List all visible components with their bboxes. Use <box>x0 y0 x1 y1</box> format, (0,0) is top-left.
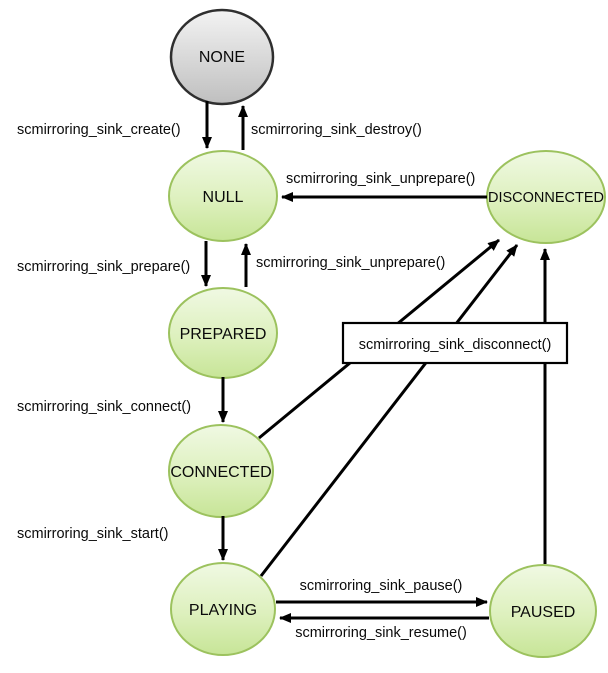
state-paused-circle <box>489 564 597 658</box>
transition-label-prepare: scmirroring_sink_prepare() <box>17 259 190 275</box>
state-paused-label: PAUSED <box>511 604 576 621</box>
state-null-circle <box>168 150 278 242</box>
disconnect-label-box <box>341 321 569 365</box>
transition-label-destroy: scmirroring_sink_destroy() <box>251 122 422 138</box>
state-playing-circle <box>170 562 276 656</box>
state-null-label: NULL <box>203 189 244 206</box>
state-none-circle <box>169 8 275 106</box>
transition-label-resume: scmirroring_sink_resume() <box>295 625 467 641</box>
transition-label-pause: scmirroring_sink_pause() <box>300 578 463 594</box>
transition-label-disconnect: scmirroring_sink_disconnect() <box>359 337 552 353</box>
state-prepared-label: PREPARED <box>180 326 267 343</box>
state-connected-circle <box>168 424 274 518</box>
transition-label-create: scmirroring_sink_create() <box>17 122 181 138</box>
state-connected-label: CONNECTED <box>170 464 271 481</box>
transition-label-unprepare-from-prepared: scmirroring_sink_unprepare() <box>256 255 445 271</box>
state-playing-label: PLAYING <box>189 602 257 619</box>
arrow-disconnect-playing-to-disconnected <box>259 244 519 577</box>
transition-label-connect: scmirroring_sink_connect() <box>17 399 191 415</box>
state-disconnected-label: DISCONNECTED <box>488 190 604 206</box>
transition-label-unprepare-from-disconnected: scmirroring_sink_unprepare() <box>286 171 475 187</box>
state-none-label: NONE <box>199 49 245 66</box>
transition-label-start: scmirroring_sink_start() <box>17 526 168 542</box>
